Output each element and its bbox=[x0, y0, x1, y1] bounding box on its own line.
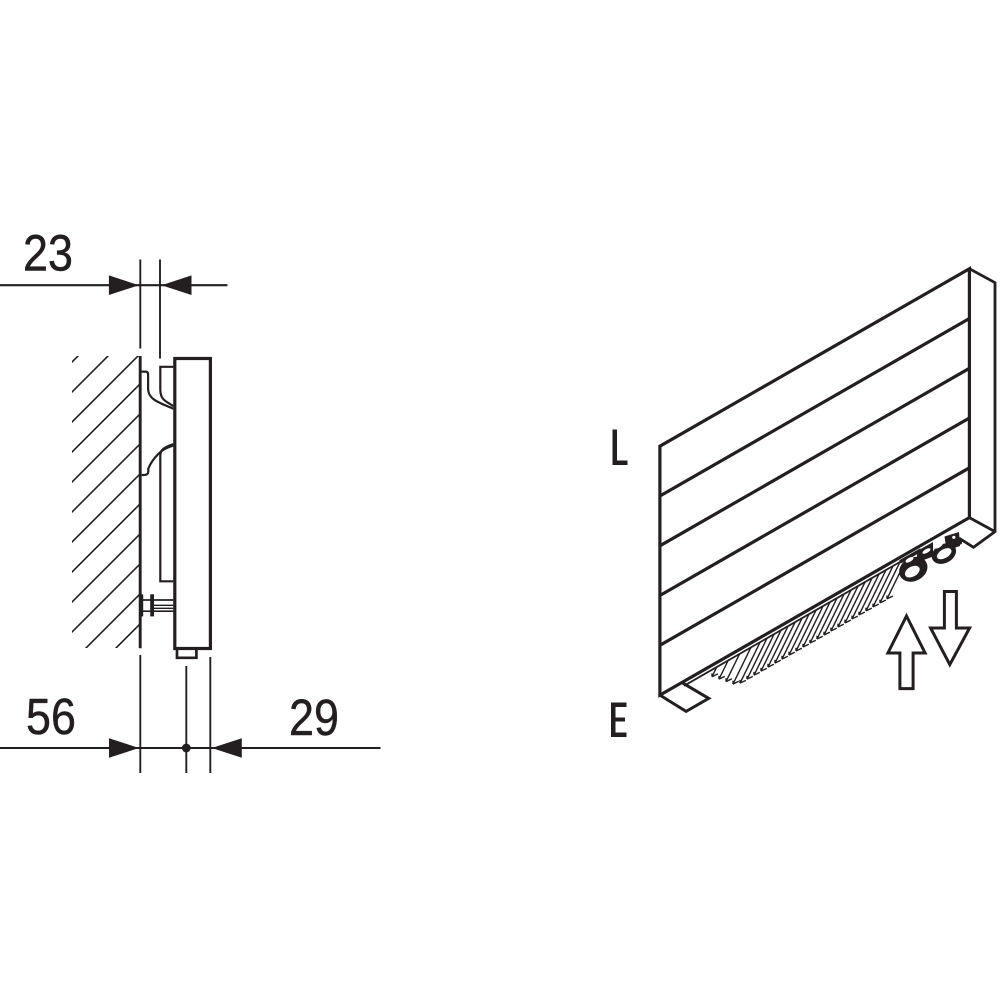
svg-text:56: 56 bbox=[26, 689, 76, 745]
svg-text:29: 29 bbox=[289, 690, 339, 746]
svg-text:23: 23 bbox=[23, 226, 73, 282]
